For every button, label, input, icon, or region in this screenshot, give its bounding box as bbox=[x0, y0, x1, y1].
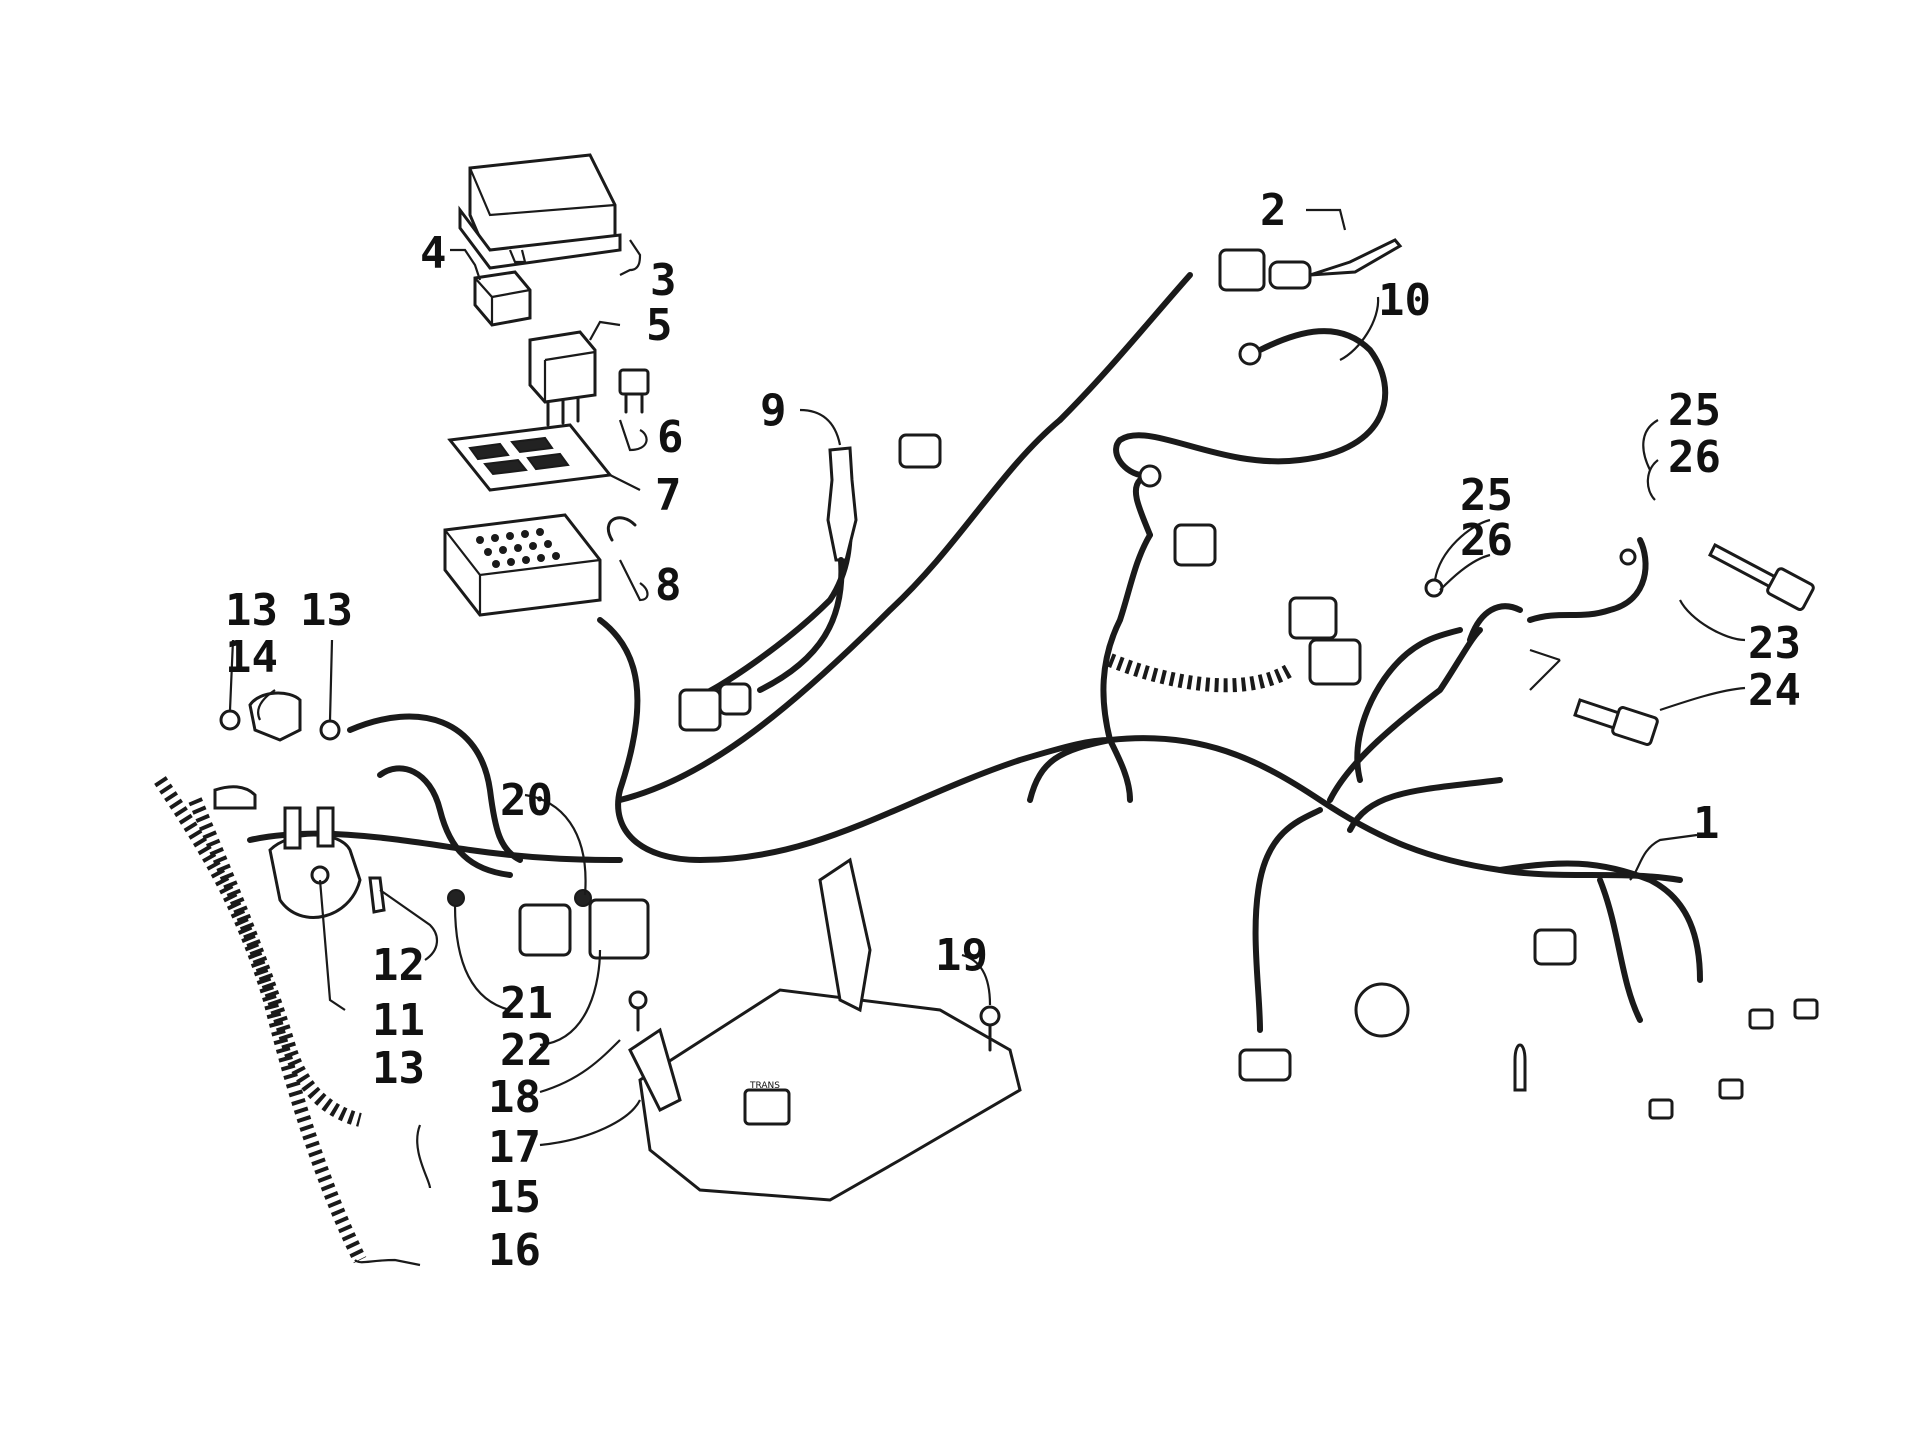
callout-7: 7 bbox=[655, 470, 682, 521]
main-wire-harness bbox=[247, 272, 1703, 1033]
callout-6: 6 bbox=[657, 412, 684, 463]
callout-22: 22 bbox=[500, 1025, 553, 1076]
callout-10: 10 bbox=[1378, 275, 1431, 326]
callout-21: 21 bbox=[500, 978, 553, 1029]
pressure-switches bbox=[1424, 537, 1815, 746]
mini-relay bbox=[473, 270, 532, 327]
callout-15: 15 bbox=[488, 1172, 541, 1223]
battery-cable-coil bbox=[188, 797, 362, 1127]
callout-12: 12 bbox=[372, 940, 425, 991]
coiled-sleeve bbox=[1107, 653, 1294, 693]
ground-cable bbox=[1113, 328, 1389, 478]
ring-terminal bbox=[1138, 464, 1162, 488]
callout-3: 3 bbox=[650, 255, 677, 306]
callout-25b: 25 bbox=[1460, 470, 1513, 521]
callout-16: 16 bbox=[488, 1225, 541, 1276]
plate-decal-text: TRANS bbox=[749, 1081, 780, 1091]
fuse-box-cover bbox=[458, 153, 622, 270]
callout-5: 5 bbox=[646, 300, 673, 351]
callout-9: 9 bbox=[760, 385, 787, 436]
callout-26a: 26 bbox=[1668, 432, 1721, 483]
callout-13b: 13 bbox=[300, 585, 353, 636]
relay-connector-group bbox=[447, 889, 650, 960]
harness-branch-connectors bbox=[1238, 928, 1819, 1120]
leader-lines bbox=[228, 208, 1746, 1267]
fuse-panel-label bbox=[447, 423, 613, 492]
fuse-block bbox=[443, 513, 602, 617]
callout-11: 11 bbox=[372, 995, 425, 1046]
callout-19: 19 bbox=[935, 930, 988, 981]
callout-20: 20 bbox=[500, 775, 553, 826]
relay bbox=[528, 330, 597, 427]
wire-clip-ring bbox=[606, 516, 637, 542]
plate-screws bbox=[628, 990, 1001, 1052]
callout-23: 23 bbox=[1748, 618, 1801, 669]
callout-17: 17 bbox=[488, 1122, 541, 1173]
callout-18: 18 bbox=[488, 1072, 541, 1123]
callout-25a: 25 bbox=[1668, 385, 1721, 436]
callout-2: 2 bbox=[1260, 185, 1287, 236]
callout-14: 14 bbox=[225, 632, 278, 683]
callout-labels: 1 2 3 4 5 6 7 8 9 10 11 12 13 13 13 14 1… bbox=[225, 185, 1801, 1276]
callout-1: 1 bbox=[1693, 798, 1720, 849]
callout-24: 24 bbox=[1748, 665, 1801, 716]
callout-4: 4 bbox=[420, 228, 447, 279]
mounting-plate: TRANS bbox=[628, 857, 1022, 1202]
oxygen-sensor bbox=[678, 446, 858, 732]
starter-solenoid bbox=[213, 691, 386, 919]
temp-sensor bbox=[1218, 238, 1403, 292]
blade-fuse bbox=[618, 368, 650, 414]
callout-26b: 26 bbox=[1460, 515, 1513, 566]
callout-8: 8 bbox=[655, 560, 682, 611]
ring-terminal bbox=[1238, 342, 1262, 366]
callout-13c: 13 bbox=[372, 1043, 425, 1094]
harness-connector-top bbox=[898, 433, 1362, 686]
callout-13a: 13 bbox=[225, 585, 278, 636]
